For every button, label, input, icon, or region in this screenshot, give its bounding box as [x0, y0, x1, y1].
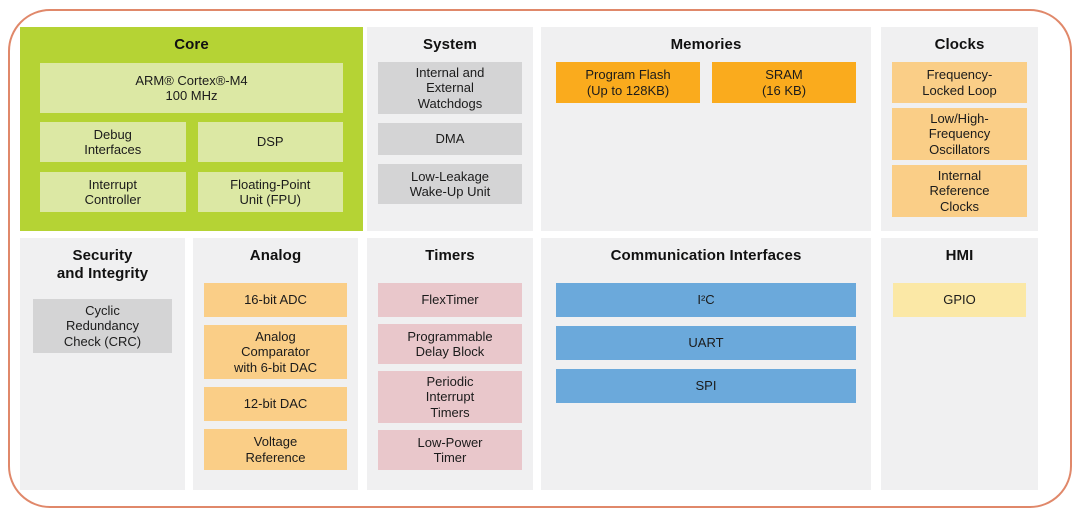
- block-uart: UART: [556, 326, 856, 360]
- block-16bit-adc: 16-bit ADC: [204, 283, 347, 317]
- panel-timers-body: FlexTimer Programmable Delay Block Perio…: [367, 283, 533, 470]
- block-periodic-interrupt-timers: Periodic Interrupt Timers: [378, 371, 522, 423]
- block-cpu-arm-cortex-m4: ARM® Cortex®-M4 100 MHz: [40, 63, 343, 113]
- panel-security-body: Cyclic Redundancy Check (CRC): [20, 299, 185, 353]
- diagram-rounded-border: [8, 9, 1072, 508]
- block-flextimer: FlexTimer: [378, 283, 522, 317]
- panel-system: System Internal and External Watchdogs D…: [367, 27, 533, 231]
- block-debug-interfaces: Debug Interfaces: [40, 122, 186, 162]
- block-internal-reference-clocks: Internal Reference Clocks: [892, 165, 1027, 217]
- block-spi: SPI: [556, 369, 856, 403]
- block-crc: Cyclic Redundancy Check (CRC): [33, 299, 172, 353]
- panel-core-title: Core: [174, 36, 209, 53]
- panel-timers-title: Timers: [425, 247, 475, 264]
- panel-memories-title: Memories: [670, 36, 742, 53]
- panel-analog-body: 16-bit ADC Analog Comparator with 6-bit …: [193, 283, 358, 470]
- block-low-power-timer: Low-Power Timer: [378, 430, 522, 470]
- panel-analog-title: Analog: [249, 247, 302, 264]
- panel-timers: Timers FlexTimer Programmable Delay Bloc…: [367, 238, 533, 490]
- block-dsp: DSP: [197, 122, 343, 162]
- panel-hmi-title: HMI: [945, 247, 974, 264]
- block-voltage-reference: Voltage Reference: [204, 429, 347, 470]
- block-interrupt-controller: Interrupt Controller: [40, 172, 186, 212]
- block-dma: DMA: [378, 123, 522, 155]
- block-12bit-dac: 12-bit DAC: [204, 387, 347, 421]
- panel-core-body: ARM® Cortex®-M4 100 MHz Debug Interfaces…: [20, 63, 363, 212]
- panel-system-title: System: [423, 36, 477, 53]
- panel-memories: Memories Program Flash (Up to 128KB) SRA…: [541, 27, 871, 231]
- panel-clocks-body: Frequency- Locked Loop Low/High- Frequen…: [881, 62, 1038, 217]
- panel-system-body: Internal and External Watchdogs DMA Low-…: [367, 62, 533, 204]
- block-low-leakage-wakeup-unit: Low-Leakage Wake-Up Unit: [378, 164, 522, 204]
- core-sub-grid: Debug Interfaces DSP Interrupt Controlle…: [40, 122, 343, 212]
- panel-security-title: Security and Integrity: [56, 247, 149, 282]
- panel-comm-title: Communication Interfaces: [610, 247, 802, 264]
- panel-clocks-title: Clocks: [934, 36, 985, 53]
- panel-comm-body: I²C UART SPI: [541, 283, 871, 403]
- panel-core: Core ARM® Cortex®-M4 100 MHz Debug Inter…: [20, 27, 363, 231]
- panel-clocks: Clocks Frequency- Locked Loop Low/High- …: [881, 27, 1038, 231]
- panel-hmi-body: GPIO: [881, 283, 1038, 317]
- panel-memories-body: Program Flash (Up to 128KB) SRAM (16 KB): [541, 62, 871, 103]
- block-program-flash: Program Flash (Up to 128KB): [556, 62, 700, 103]
- block-fpu: Floating-Point Unit (FPU): [197, 172, 343, 212]
- panel-security-and-integrity: Security and Integrity Cyclic Redundancy…: [20, 238, 185, 490]
- block-sram: SRAM (16 KB): [712, 62, 856, 103]
- panel-analog: Analog 16-bit ADC Analog Comparator with…: [193, 238, 358, 490]
- panel-communication-interfaces: Communication Interfaces I²C UART SPI: [541, 238, 871, 490]
- block-watchdogs: Internal and External Watchdogs: [378, 62, 522, 114]
- panel-hmi: HMI GPIO: [881, 238, 1038, 490]
- block-gpio: GPIO: [893, 283, 1026, 317]
- block-i2c: I²C: [556, 283, 856, 317]
- block-analog-comparator: Analog Comparator with 6-bit DAC: [204, 325, 347, 379]
- block-low-high-frequency-oscillators: Low/High- Frequency Oscillators: [892, 108, 1027, 160]
- block-frequency-locked-loop: Frequency- Locked Loop: [892, 62, 1027, 103]
- block-programmable-delay-block: Programmable Delay Block: [378, 324, 522, 364]
